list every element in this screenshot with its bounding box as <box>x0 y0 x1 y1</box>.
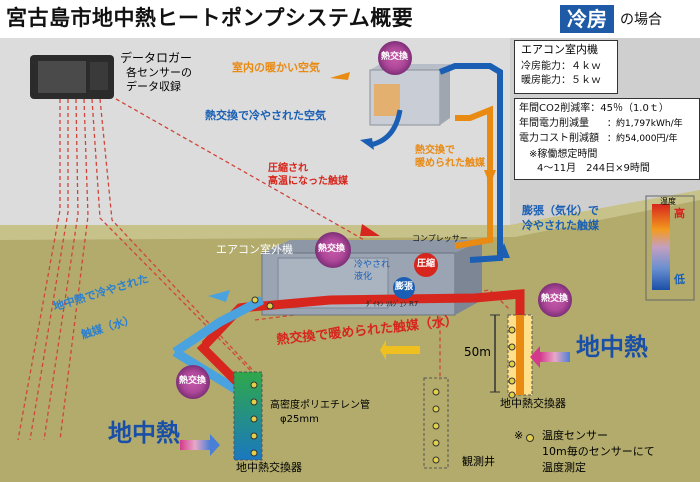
aircon-heating-capacity: 暖房能力：５ｋｗ <box>521 75 601 86</box>
ground-badge-right: 熱交換 <box>541 294 569 304</box>
flow-arrows <box>180 72 570 456</box>
logger-title: データロガー <box>120 51 193 65</box>
power-reduction-label: 年間電力削減量 <box>519 118 589 129</box>
mode-suffix: の場合 <box>620 12 662 28</box>
temperature-sensors <box>250 296 534 464</box>
observation-well-label: 観測井 <box>462 455 495 468</box>
ground-edge <box>0 190 700 240</box>
expansion-line1: 膨張（気化）で <box>522 204 599 217</box>
legend-title: 温度 <box>660 197 676 206</box>
sensor-note-mark: ※ <box>514 429 524 442</box>
ground-surface <box>0 190 700 482</box>
cost-reduction-value: ：約54,000円/年 <box>607 134 678 144</box>
hex-right-label: 地中熱交換器 <box>500 397 566 410</box>
outdoor-badge: 熱交換 <box>318 244 346 254</box>
pipe-diameter: φ25mm <box>280 414 319 425</box>
cost-reduction-label: 電力コスト削減額 <box>519 133 599 144</box>
outdoor-nameplate: ﾀﾞｲｷﾝ ｿﾙｼﾞｪﾝ R7 <box>366 300 419 308</box>
liquefy-line1: 冷やされ <box>354 260 391 270</box>
depth-label: 50m <box>464 345 491 359</box>
borehole-left <box>233 371 263 461</box>
observation-well <box>423 377 449 469</box>
operation-note: ※稼働想定時間 <box>529 149 598 160</box>
indoor-badge: 熱交換 <box>381 52 409 62</box>
liquefy-line2: 液化 <box>354 272 373 282</box>
warmed-refrigerant-line2: 暖められた触媒 <box>415 158 485 169</box>
logger-line3: データ収録 <box>126 80 181 93</box>
warmed-refrigerant-line1: 熱交換で <box>415 145 455 156</box>
expand-badge: 膨張 <box>395 282 414 292</box>
page-title: 宮古島市地中熱ヒートポンプシステム概要 <box>6 6 414 30</box>
pipe-material: 高密度ポリエチレン管 <box>270 400 370 411</box>
compress-badge: 圧縮 <box>417 259 436 269</box>
warm-air-label: 室内の暖かい空気 <box>232 61 320 74</box>
compressed-refrigerant-line2: 高温になった触媒 <box>268 176 348 187</box>
warm-refrigerant-pipe <box>455 105 493 190</box>
aircon-cooling-capacity: 冷房能力：４ｋｗ <box>521 61 601 72</box>
cold-water-pipe <box>172 296 265 356</box>
geothermal-left-label: 地中熱 <box>108 419 180 447</box>
temperature-legend-bar <box>652 204 670 290</box>
co2-reduction: 年間CO2削減率：45％（1.0ｔ） <box>519 103 669 114</box>
logger-screen <box>38 61 86 93</box>
operation-period: 4～11月 244日×9時間 <box>537 163 650 174</box>
compressor-label: コンプレッサー <box>412 234 468 243</box>
legend-low: 低 <box>674 273 685 286</box>
aircon-spec-box: エアコン室内機 冷房能力：４ｋｗ 暖房能力：５ｋｗ <box>514 40 618 94</box>
badge-circles <box>176 41 572 399</box>
temperature-legend-frame <box>645 195 695 301</box>
ground-badge-left: 熱交換 <box>179 376 207 386</box>
compressed-refrigerant-line1: 圧縮され <box>268 163 308 174</box>
expansion-line2: 冷やされた触媒 <box>522 219 599 232</box>
logger-line2: 各センサーの <box>126 66 192 79</box>
sensor-note-line1: 温度センサー <box>542 429 608 442</box>
aircon-spec-heading: エアコン室内機 <box>521 43 598 56</box>
stats-box: 年間CO2削減率：45％（1.0ｔ） 年間電力削減量 ：約1,797kWh/年 … <box>514 98 700 180</box>
mode-label: 冷房 <box>560 5 614 33</box>
geothermal-right-label: 地中熱 <box>576 333 648 361</box>
power-reduction-value: ：約1,797kWh/年 <box>607 119 683 129</box>
legend-high: 高 <box>674 207 685 220</box>
cooled-air-label: 熱交換で冷やされた空気 <box>205 109 326 122</box>
hex-left-label: 地中熱交換器 <box>236 461 302 474</box>
indoor-unit <box>369 64 450 126</box>
sensor-note-line2: 10m毎のセンサーにて <box>542 445 655 458</box>
logger-keypad <box>90 62 108 90</box>
outdoor-unit-label: エアコン室外機 <box>216 243 293 256</box>
sensor-note-line3: 温度測定 <box>542 461 586 474</box>
